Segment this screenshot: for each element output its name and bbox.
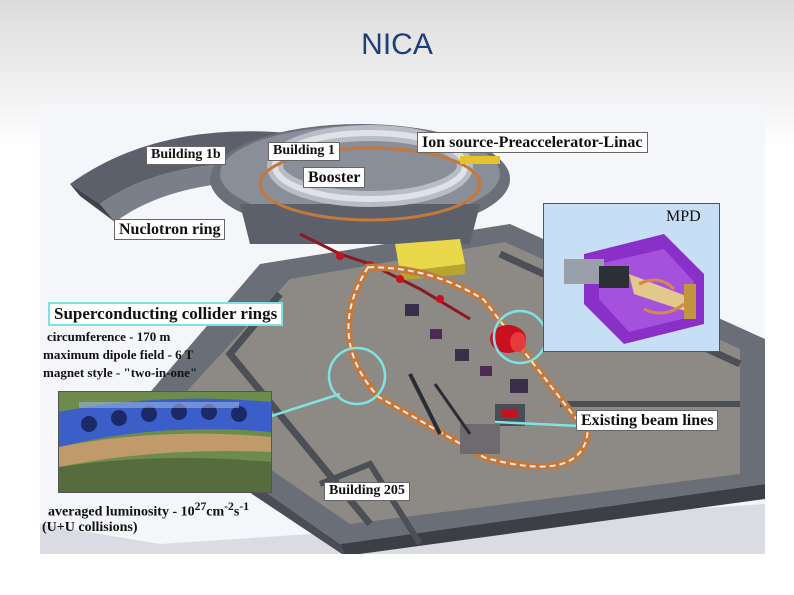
linac	[395, 156, 500, 280]
collider-rings	[344, 263, 592, 471]
label-building-1b: Building 1b	[146, 146, 226, 165]
magnet-illustration	[59, 392, 271, 492]
luminosity-collisions: (U+U collisions)	[42, 520, 138, 535]
luminosity-exp-27: 27	[194, 500, 207, 513]
mpd-label: MPD	[666, 208, 701, 225]
spec-circumference: circumference - 170 m	[47, 329, 171, 344]
label-collider-rings: Superconducting collider rings	[48, 302, 284, 327]
luminosity-exp-minus2: -2	[224, 500, 234, 513]
mpd-detector	[490, 325, 526, 353]
facility-diagram: MPD Building 1b Building 1 Booster Ion s…	[40, 104, 765, 554]
slide-title: NICA	[361, 28, 433, 61]
label-ion-source: Ion source-Preaccelerator-Linac	[417, 132, 648, 154]
booster-ring	[258, 125, 482, 222]
label-building-1: Building 1	[268, 142, 340, 161]
spec-dipole-field: maximum dipole field - 6 T	[43, 347, 194, 362]
mpd-illustration	[564, 234, 704, 344]
spec-magnet-style: magnet style - "two-in-one"	[43, 365, 198, 380]
luminosity-s: s	[233, 504, 240, 520]
luminosity-text: averaged luminosity - 1027cm-2s-1	[48, 500, 249, 521]
luminosity-prefix: averaged luminosity - 10	[48, 504, 195, 520]
mpd-inset	[543, 203, 720, 352]
label-nuclotron-ring: Nuclotron ring	[114, 219, 226, 241]
luminosity-cm: cm	[206, 504, 225, 520]
label-building-205: Building 205	[324, 482, 410, 501]
label-booster: Booster	[303, 167, 366, 189]
label-existing-beam-lines: Existing beam lines	[576, 410, 719, 432]
luminosity-exp-minus1: -1	[239, 500, 250, 513]
collider-equipment	[405, 304, 528, 454]
magnet-inset	[58, 391, 272, 493]
